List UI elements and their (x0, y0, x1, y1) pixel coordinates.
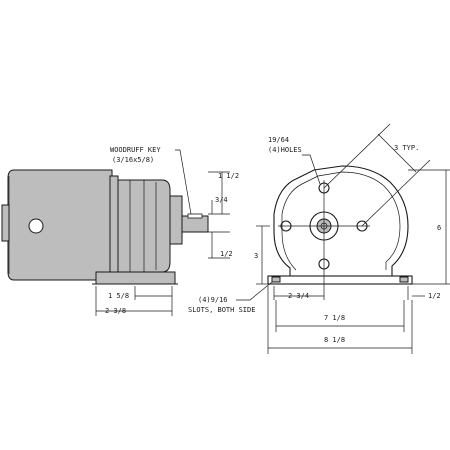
dim-7-1-8-label: 7 1/8 (324, 314, 345, 322)
output-boss (169, 195, 183, 245)
front-view-dimensions: 19/64 (4)HOLES 3 TYP. 6 3 2 3/4 1/2 (4)9… (188, 123, 450, 354)
woodruff-key-size-label: (3/16x5/8) (112, 156, 154, 164)
mounting-foot (95, 271, 176, 285)
dim-1-2-right-label: 1/2 (428, 292, 441, 300)
gearbox-housing (273, 165, 409, 277)
dim-6-label: 6 (437, 224, 441, 232)
base-plate (267, 275, 413, 285)
dim-3-4-label: 3/4 (215, 196, 228, 204)
housing-inner (281, 171, 401, 271)
typ-label: 3 TYP. (394, 144, 419, 152)
dim-1-2-left-label: 1/2 (220, 250, 233, 258)
slots-desc-label: SLOTS, BOTH SIDE (188, 306, 255, 314)
motor-body (7, 169, 113, 281)
dim-2-3-8-label: 2 3/8 (105, 307, 126, 315)
front-view (267, 165, 413, 285)
gearbox-flange (109, 175, 119, 275)
woodruff-key (187, 213, 203, 219)
holes-count-label: (4)HOLES (268, 146, 302, 154)
woodruff-key-label: WOODRUFF KEY (110, 146, 161, 154)
foot-slot-left (271, 276, 281, 283)
dim-2-3-4-label: 2 3/4 (288, 292, 309, 300)
side-view-dimensions: WOODRUFF KEY (3/16x5/8) 1 1/2 3/4 1/2 1 … (95, 146, 239, 316)
dim-8-1-8-label: 8 1/8 (324, 336, 345, 344)
slots-size-label: (4)9/16 (198, 296, 228, 304)
motor-hole (28, 218, 44, 234)
motor-end-cap (1, 204, 10, 242)
dim-1-5-8-label: 1 5/8 (108, 292, 129, 300)
dim-1-1-2-label: 1 1/2 (218, 172, 239, 180)
foot-slot-right (399, 276, 409, 283)
side-view (1, 169, 209, 285)
dim-3-vertical-label: 3 (254, 252, 258, 260)
holes-size-label: 19/64 (268, 136, 289, 144)
